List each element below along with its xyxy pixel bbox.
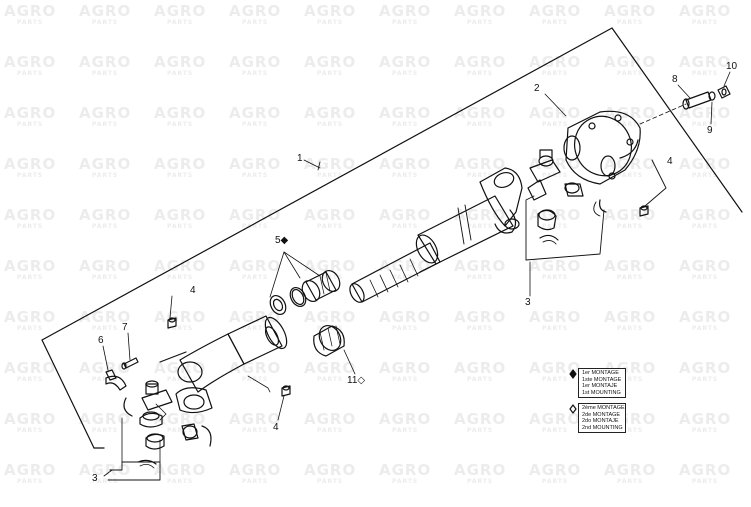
callout-11: 11◇: [347, 375, 366, 386]
callout-3-left: 3: [92, 473, 98, 484]
callout-4-right: 4: [667, 156, 673, 167]
callout-4-left-top: 4: [190, 285, 196, 296]
callout-6: 6: [98, 335, 104, 346]
bracket-3-right: [525, 195, 605, 261]
legend-second-line-es: 2do MONTAJE: [582, 418, 619, 424]
bracket-3-left: [107, 417, 161, 481]
legend-second-mounting: 2ème MONTAGE 2de MONTAGE 2do MONTAJE 2nd…: [578, 403, 626, 433]
flange-fasteners: [639, 85, 731, 125]
callout-7: 7: [122, 322, 128, 333]
legend-first-line-en: 1st MOUNTING: [582, 389, 621, 396]
callout-9: 9: [707, 125, 713, 136]
callout-3-right: 3: [525, 297, 531, 308]
grease-nipple-left: [167, 295, 291, 421]
legend-second-line-fr: 2ème MONTAGE: [582, 405, 625, 411]
legend-first-line-fr: 1er MONTAGE: [582, 370, 619, 376]
legend-second-line-nl: 2de MONTAGE: [582, 411, 621, 418]
legend-first-line-nl: 1ste MONTAGE: [582, 376, 622, 383]
diamond-filled-icon: [569, 369, 577, 379]
universal-joint-right: [527, 149, 607, 245]
callout-2: 2: [534, 83, 540, 94]
propeller-shaft-tube: [349, 195, 514, 303]
clamp-strap: [105, 357, 139, 391]
tube-yoke-right: [479, 167, 523, 234]
legend-second-line-en: 2nd MOUNTING: [582, 424, 623, 431]
seal-rings: [269, 251, 341, 316]
callout-4-left-bottom: 4: [273, 422, 279, 433]
assembly-bracket: [41, 27, 743, 449]
grease-nipple-right: [639, 159, 667, 217]
callout-8: 8: [672, 74, 678, 85]
callout-1: 1: [297, 153, 303, 164]
legend-first-mounting: 1er MONTAGE 1ste MONTAGE 1er MONTAJE 1st…: [578, 368, 626, 398]
callout-5: 5◆: [275, 235, 289, 246]
flange-yoke: [563, 110, 641, 185]
legend-first-line-es: 1er MONTAJE: [582, 383, 618, 389]
slip-yoke-left: [159, 315, 288, 414]
callout-10: 10: [726, 61, 738, 72]
leader-lines: [102, 71, 731, 477]
dust-cap: [313, 324, 356, 375]
diamond-outline-icon: [569, 404, 577, 414]
universal-joint-left: [123, 380, 212, 469]
